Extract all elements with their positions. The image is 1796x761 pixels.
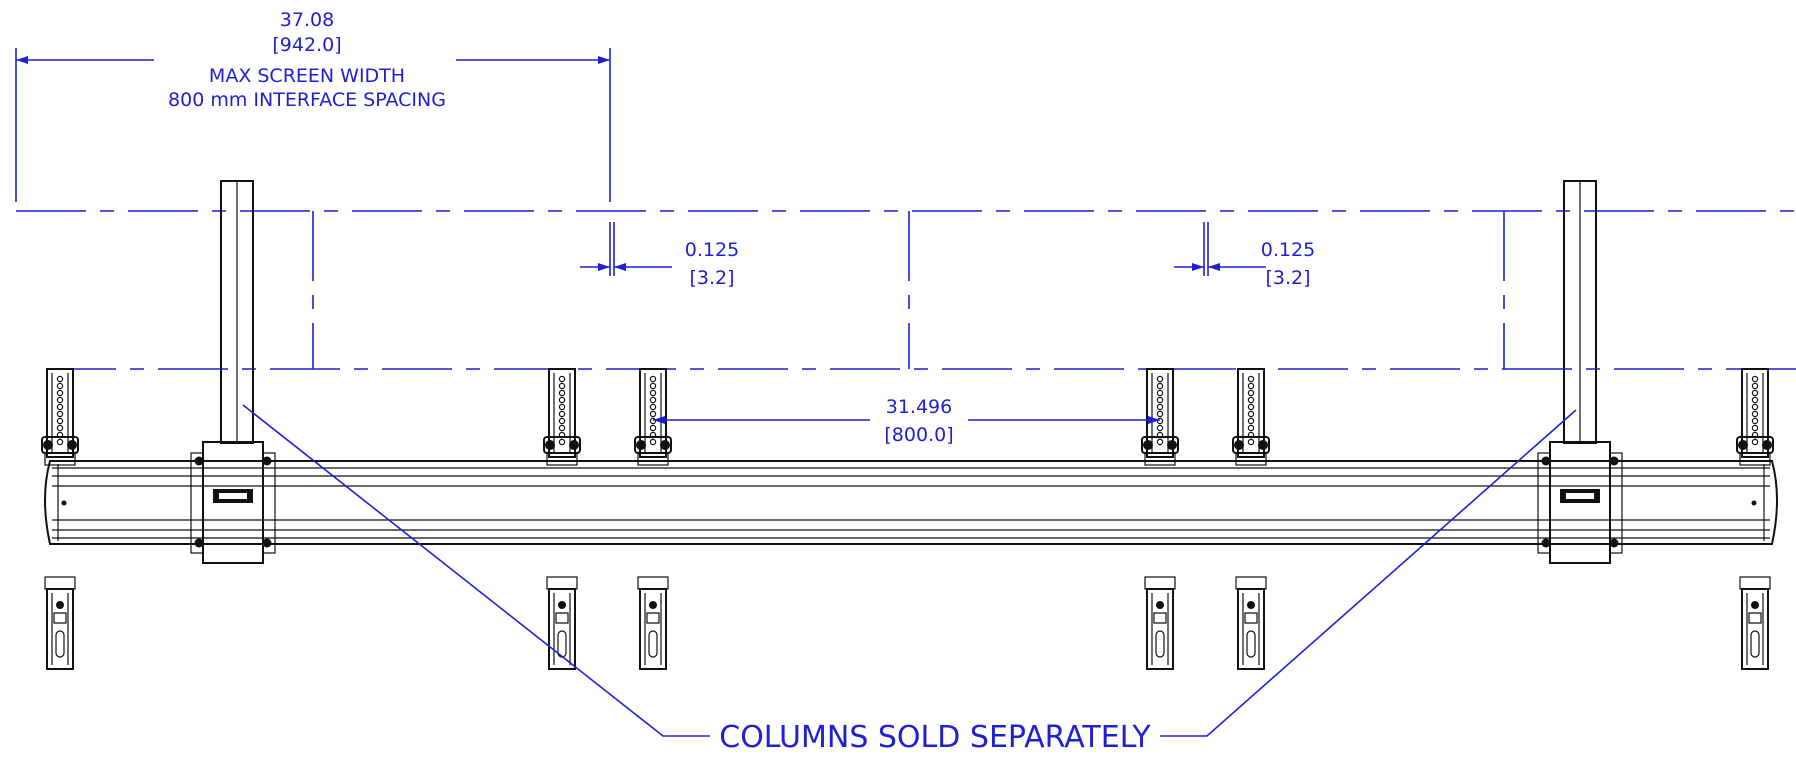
screen-bracket	[1141, 368, 1179, 670]
gap-left-mm: [3.2]	[689, 267, 734, 289]
max-width-dimension: 37.08 [942.0] MAX SCREEN WIDTH 800 mm IN…	[15, 9, 611, 202]
gap-dimension-right: 0.125 [3.2]	[1174, 222, 1315, 289]
screen-bracket	[543, 368, 581, 670]
column-left	[190, 180, 276, 564]
screen-bracket	[634, 368, 672, 670]
column-right	[1537, 180, 1623, 564]
center-lines	[16, 210, 1796, 370]
max-width-inches: 37.08	[280, 9, 334, 31]
spacing-dimension: 31.496 [800.0]	[653, 396, 1160, 446]
interface-spacing-caption: 800 mm INTERFACE SPACING	[168, 89, 446, 111]
spacing-mm: [800.0]	[884, 424, 953, 446]
max-width-caption: MAX SCREEN WIDTH	[209, 65, 405, 87]
max-width-mm: [942.0]	[272, 34, 341, 56]
columns-callout-label: COLUMNS SOLD SEPARATELY	[719, 720, 1151, 755]
gap-right-mm: [3.2]	[1265, 267, 1310, 289]
spacing-inches: 31.496	[886, 396, 952, 418]
gap-dimension-left: 0.125 [3.2]	[580, 222, 739, 289]
mounting-rail	[44, 460, 1778, 545]
leader-line-left	[242, 404, 710, 737]
leader-line-right	[1160, 409, 1577, 737]
columns-callout: COLUMNS SOLD SEPARATELY	[242, 404, 1577, 755]
screen-bracket	[41, 368, 79, 670]
screen-bracket	[1232, 368, 1270, 670]
screen-bracket	[1736, 368, 1774, 670]
gap-left-inches: 0.125	[685, 239, 739, 261]
gap-right-inches: 0.125	[1261, 239, 1315, 261]
